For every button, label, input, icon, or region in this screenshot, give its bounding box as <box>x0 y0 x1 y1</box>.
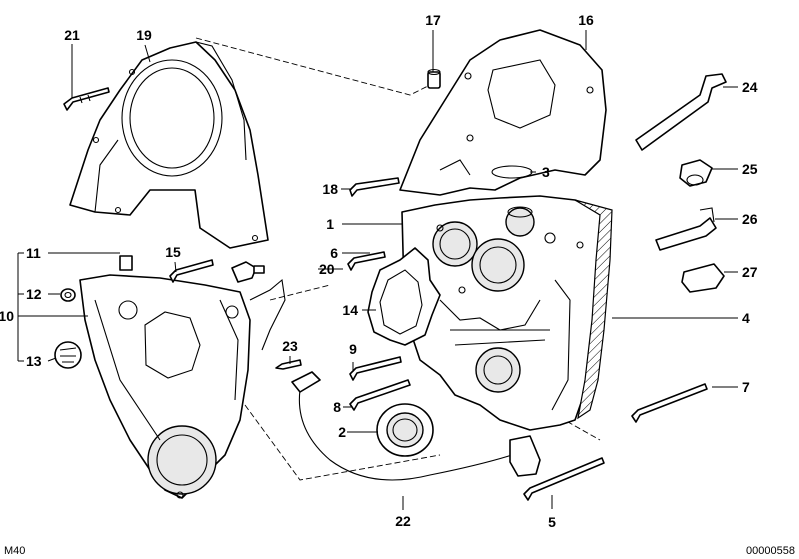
callout-5: 5 <box>548 514 556 530</box>
callout-11: 11 <box>26 245 41 261</box>
clip-25 <box>679 159 713 187</box>
callout-16: 16 <box>578 12 594 28</box>
timing-case-gasket <box>574 199 613 420</box>
lower-timing-cover <box>79 274 286 499</box>
callout-14: 14 <box>342 302 358 318</box>
bolt-21 <box>63 87 110 111</box>
callout-22: 22 <box>395 513 411 529</box>
callout-7: 7 <box>742 379 750 395</box>
callout-25: 25 <box>742 161 758 177</box>
radial-shaft-seal <box>376 403 434 457</box>
grommet-12 <box>60 288 76 302</box>
callout-labels: 1 2 3 4 5 6 7 8 9 10 11 12 13 14 15 16 1… <box>0 12 758 530</box>
bolt-15 <box>169 259 214 283</box>
image-number-label: 00000558 <box>746 545 795 557</box>
callout-26: 26 <box>742 211 758 227</box>
cover-seal-plate <box>399 29 607 196</box>
callout-13: 13 <box>26 353 42 369</box>
bolt-6 <box>347 251 386 271</box>
callout-3: 3 <box>542 164 550 180</box>
sensor-cable-22 <box>291 371 541 481</box>
callout-leader-lines <box>17 30 738 510</box>
callout-4: 4 <box>742 310 750 326</box>
callout-27: 27 <box>742 264 758 280</box>
timing-case-housing <box>401 195 606 431</box>
sensor-20 <box>231 261 265 283</box>
bracket-24 <box>635 73 727 151</box>
callout-24: 24 <box>742 79 758 95</box>
clip-11 <box>119 255 133 271</box>
bolt-18 <box>349 177 400 197</box>
bolt-5 <box>523 457 605 501</box>
screw-23 <box>275 359 302 370</box>
callout-15: 15 <box>165 244 181 260</box>
callout-10: 10 <box>0 308 14 324</box>
bracket-26 <box>655 207 717 251</box>
upper-timing-cover <box>69 41 269 249</box>
callout-8: 8 <box>333 399 341 415</box>
callout-9: 9 <box>349 341 357 357</box>
callout-12: 12 <box>26 286 42 302</box>
callout-2: 2 <box>338 424 346 440</box>
sleeve-17 <box>427 68 441 89</box>
clip-27 <box>681 263 725 293</box>
bolt-9 <box>349 356 402 381</box>
callout-6: 6 <box>330 245 338 261</box>
bolt-8 <box>349 379 411 411</box>
callout-21: 21 <box>64 27 80 43</box>
callout-19: 19 <box>136 27 152 43</box>
callout-20: 20 <box>319 261 335 277</box>
gasket-14 <box>367 247 441 346</box>
callout-18: 18 <box>322 181 338 197</box>
callout-23: 23 <box>282 338 298 354</box>
bolt-7 <box>631 383 708 423</box>
diagram-id-label: M40 <box>4 545 25 557</box>
callout-17: 17 <box>425 12 441 28</box>
plug-13 <box>54 341 82 369</box>
callout-1: 1 <box>326 216 334 232</box>
